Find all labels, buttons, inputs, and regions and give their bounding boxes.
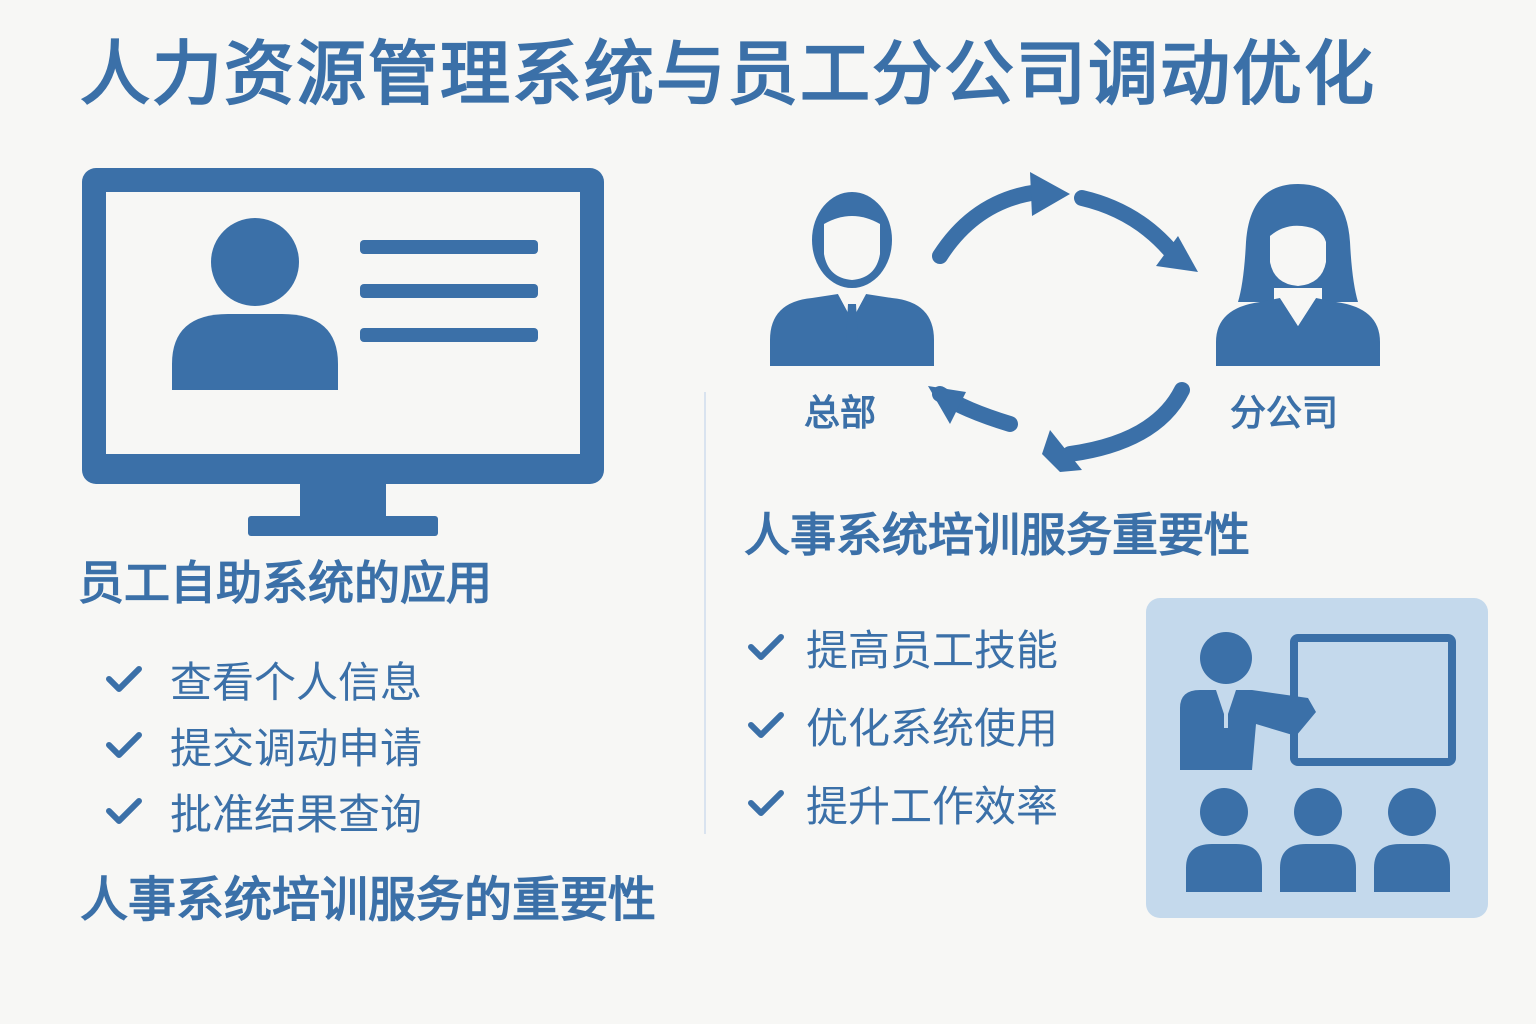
user-profile-icon (172, 218, 538, 390)
list-item: 提交调动申请 (104, 712, 422, 778)
cycle-arrows-icon (928, 172, 1198, 472)
self-service-list: 查看个人信息 提交调动申请 批准结果查询 (104, 646, 422, 844)
checkmark-icon (106, 798, 142, 824)
trainer-icon (1180, 632, 1316, 770)
whiteboard-icon (1290, 634, 1456, 766)
branch-label: 分公司 (1230, 393, 1339, 434)
checkmark-icon (106, 732, 142, 758)
list-item: 查看个人信息 (104, 646, 422, 712)
column-divider (704, 392, 706, 834)
list-item: 批准结果查询 (104, 778, 422, 844)
list-item: 提高员工技能 (746, 608, 1058, 686)
checkmark-icon (106, 666, 142, 692)
checkmark-icon (748, 634, 784, 660)
list-item-label: 批准结果查询 (170, 789, 423, 839)
list-item-label: 优化系统使用 (806, 703, 1059, 753)
training-benefits-list: 提高员工技能 优化系统使用 提升工作效率 (746, 608, 1058, 842)
monitor-icon (82, 168, 604, 536)
audience-icon (1186, 788, 1450, 892)
list-item: 优化系统使用 (746, 686, 1058, 764)
training-scene (1180, 632, 1456, 892)
list-item-label: 查看个人信息 (170, 657, 423, 707)
female-employee-icon (1216, 184, 1380, 366)
list-item-label: 提高员工技能 (806, 625, 1059, 675)
hq-label: 总部 (804, 393, 877, 434)
training-heading: 人事系统培训服务重要性 (744, 508, 1250, 562)
list-item-label: 提交调动申请 (170, 723, 423, 773)
list-item-label: 提升工作效率 (806, 781, 1059, 831)
checkmark-icon (748, 712, 784, 738)
checkmark-icon (748, 790, 784, 816)
self-service-heading: 员工自助系统的应用 (78, 556, 492, 610)
page-title: 人力资源管理系统与员工分公司调动优化 (80, 33, 1376, 115)
training-illustration-panel (1146, 598, 1488, 918)
list-item: 提升工作效率 (746, 764, 1058, 842)
bottom-heading: 人事系统培训服务的重要性 (80, 872, 657, 928)
male-employee-icon (770, 192, 934, 366)
